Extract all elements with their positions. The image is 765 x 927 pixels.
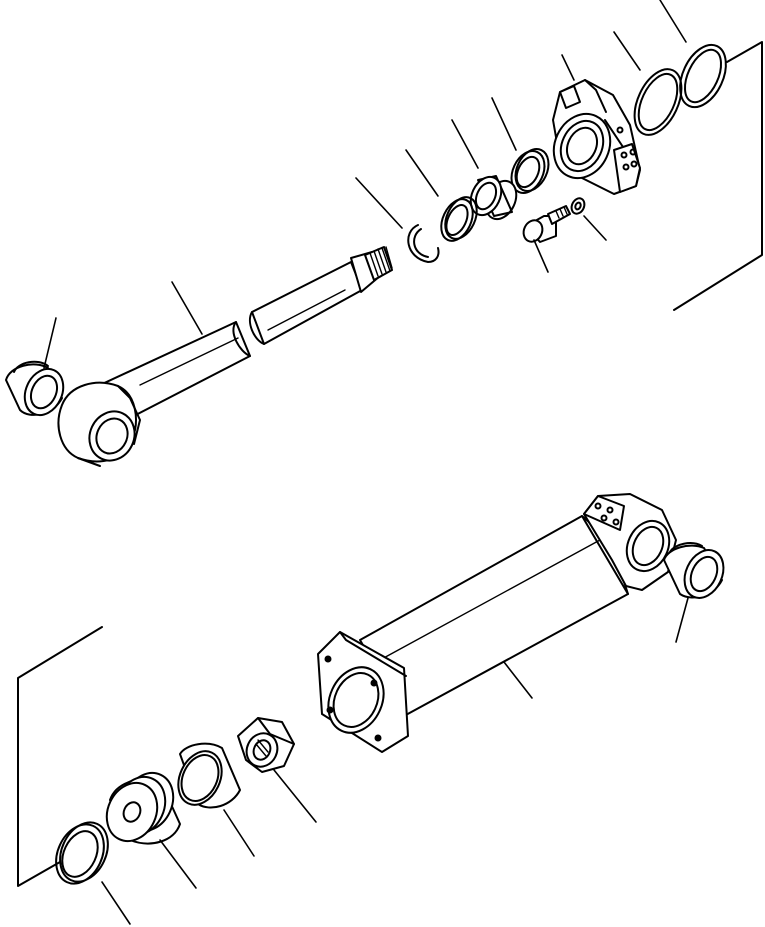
o-ring-large xyxy=(679,43,727,109)
rod-eye-bushing xyxy=(5,360,65,417)
snap-ring xyxy=(407,224,440,263)
cylinder-head xyxy=(552,79,641,195)
upper-bracket-frame xyxy=(673,41,763,311)
rod-bushing xyxy=(469,175,518,221)
clevis-bushing xyxy=(663,542,725,599)
dust-seal xyxy=(440,196,478,242)
piston-ring xyxy=(55,821,109,885)
upper-leader-lines xyxy=(43,0,687,369)
washer xyxy=(570,197,586,215)
piston-nut xyxy=(237,717,295,773)
piston xyxy=(105,771,181,845)
rod-with-eye xyxy=(57,321,251,467)
head-bolt xyxy=(522,205,571,243)
backup-ring xyxy=(633,68,683,136)
wear-ring xyxy=(177,742,241,809)
lower-bracket-frame xyxy=(17,626,103,887)
lower-leader-lines xyxy=(101,597,689,925)
rod-packing xyxy=(510,148,550,194)
piston-rod xyxy=(248,246,393,345)
cylinder-tube xyxy=(317,493,677,753)
